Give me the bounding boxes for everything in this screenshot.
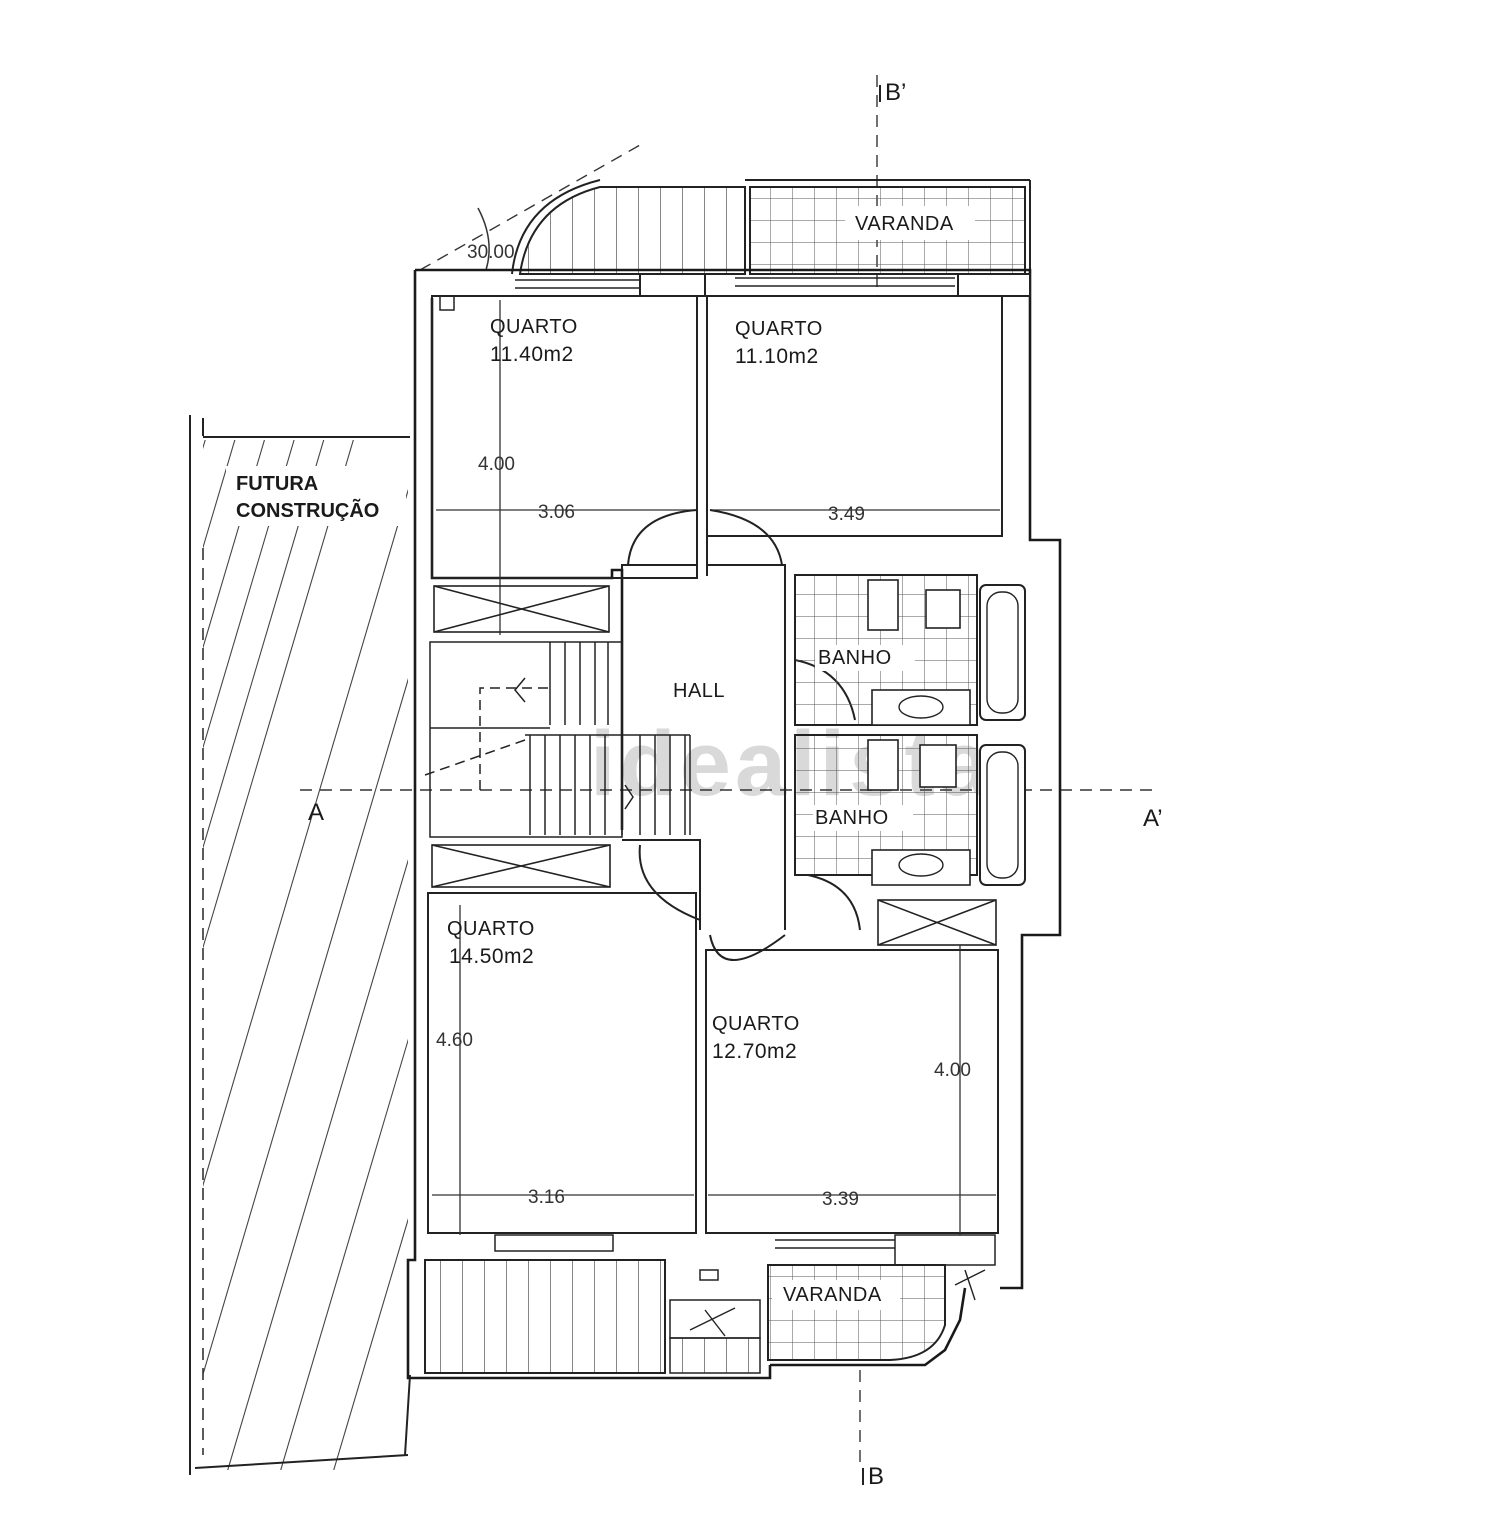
room-area-quarto-bottom-right: 12.70m2 bbox=[712, 1040, 797, 1063]
room-name-hall: HALL bbox=[673, 680, 725, 702]
room-name-quarto-top-right: QUARTO bbox=[735, 318, 823, 340]
room-dim-h-quarto-top-right: 3.49 bbox=[828, 504, 865, 525]
room-dim-v-quarto-bottom-right: 4.00 bbox=[934, 1060, 971, 1081]
varanda-bottom-zone: VARANDA bbox=[424, 1259, 986, 1374]
room-name-quarto-top-left: QUARTO bbox=[490, 316, 578, 338]
bedroom-bottom-right: QUARTO 12.70m2 3.39 4.00 bbox=[705, 945, 999, 1235]
section-lines bbox=[300, 75, 1160, 1465]
room-dim-v-quarto-top-left: 4.00 bbox=[478, 454, 515, 475]
bedroom-bottom-left: QUARTO 14.50m2 3.16 4.60 bbox=[427, 892, 697, 1235]
room-name-varanda-top: VARANDA bbox=[855, 213, 954, 235]
wardrobes bbox=[431, 585, 997, 946]
section-label-b-prime: B’ bbox=[885, 79, 906, 106]
varanda-top-zone: VARANDA 30.00 bbox=[467, 179, 1031, 275]
room-area-quarto-top-right: 11.10m2 bbox=[735, 345, 819, 368]
room-name-banho-upper: BANHO bbox=[818, 647, 892, 669]
room-area-quarto-bottom-left: 14.50m2 bbox=[449, 945, 534, 968]
room-dim-h-quarto-bottom-left: 3.16 bbox=[528, 1187, 565, 1208]
room-dim-h-quarto-bottom-right: 3.39 bbox=[822, 1189, 859, 1210]
angle-label: 30.00 bbox=[467, 242, 515, 263]
future-construction-line2: CONSTRUÇÃO bbox=[236, 499, 379, 522]
room-area-quarto-top-left: 11.40m2 bbox=[490, 343, 574, 366]
section-label-a: A bbox=[308, 799, 324, 826]
bathroom-lower: BANHO bbox=[794, 734, 1026, 886]
room-name-quarto-bottom-right: QUARTO bbox=[712, 1013, 800, 1035]
future-construction-line1: FUTURA bbox=[236, 473, 318, 495]
hall-zone bbox=[621, 296, 861, 961]
section-label-b: B bbox=[868, 1463, 884, 1490]
room-name-banho-lower: BANHO bbox=[815, 807, 889, 829]
bottom-windows bbox=[494, 1234, 996, 1281]
staircase bbox=[424, 641, 691, 838]
room-dim-h-quarto-top-left: 3.06 bbox=[538, 502, 575, 523]
bedroom-top-left: QUARTO 11.40m2 3.06 4.00 bbox=[431, 279, 698, 635]
room-name-varanda-bottom: VARANDA bbox=[783, 1284, 882, 1306]
bedroom-top-right: QUARTO 11.10m2 3.49 bbox=[639, 273, 1031, 537]
future-construction-zone: FUTURA CONSTRUÇÃO bbox=[189, 415, 411, 1475]
section-label-a-prime: A’ bbox=[1143, 805, 1163, 832]
room-dim-v-quarto-bottom-left: 4.60 bbox=[436, 1030, 473, 1051]
bathroom-upper: BANHO bbox=[794, 574, 1026, 726]
room-name-quarto-bottom-left: QUARTO bbox=[447, 918, 535, 940]
